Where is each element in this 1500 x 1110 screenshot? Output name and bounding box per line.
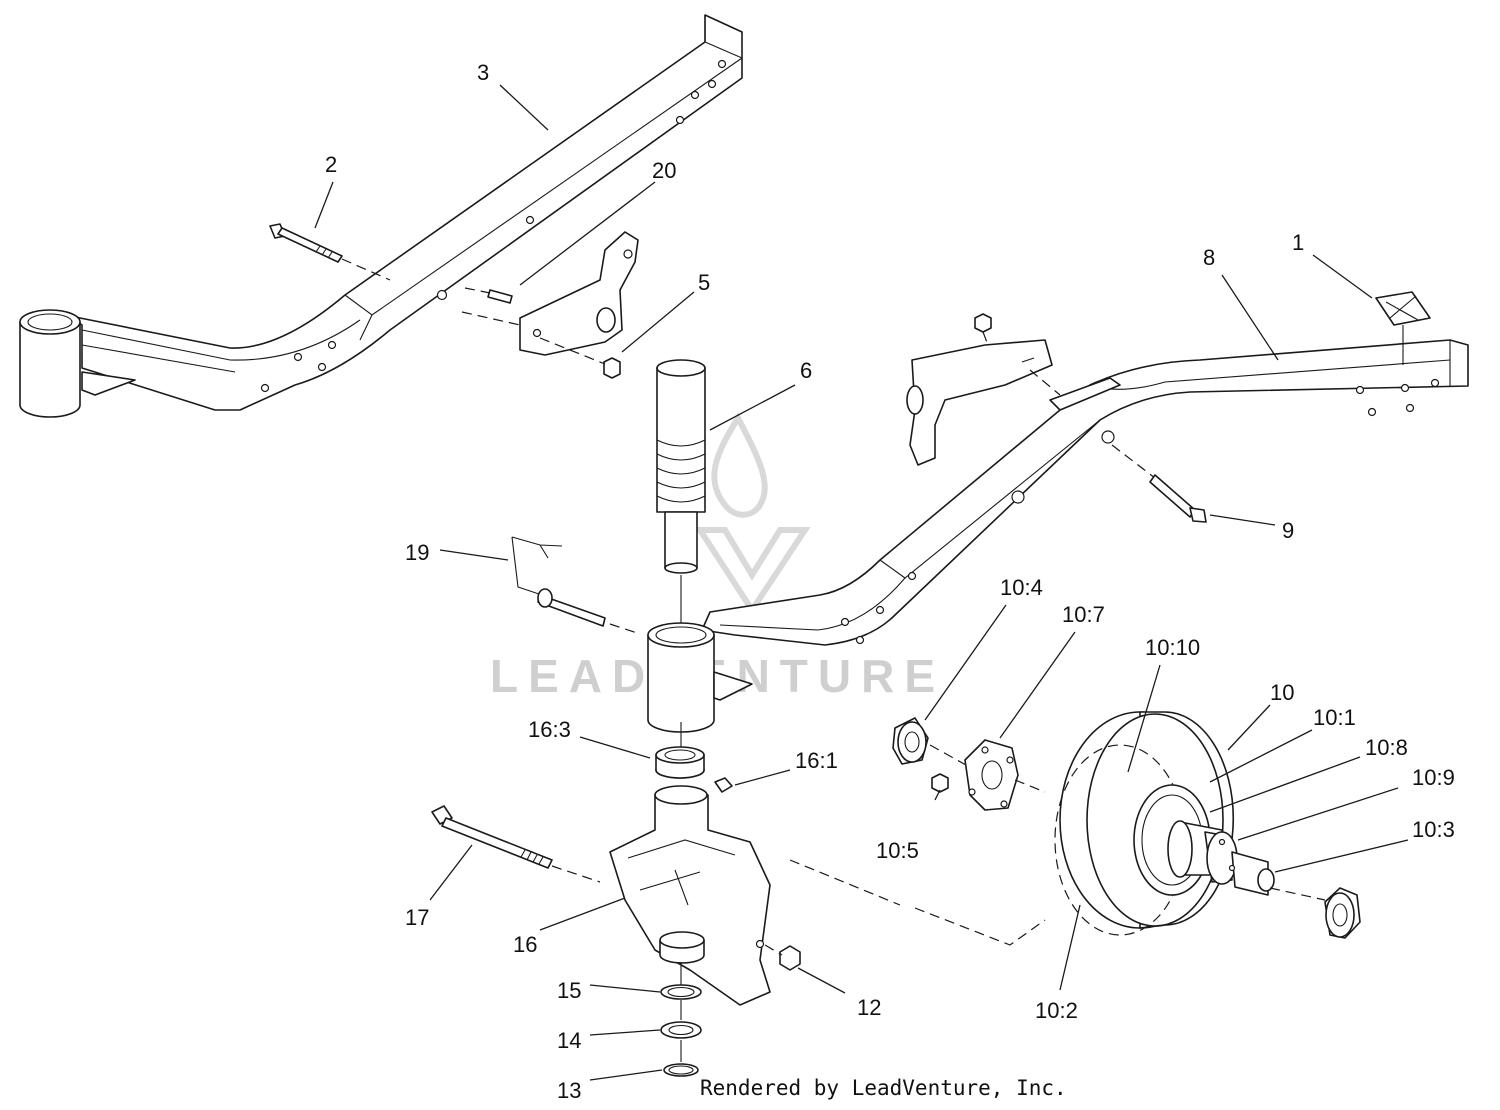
caster-fork-16	[609, 777, 771, 1006]
callout-14: 14	[557, 1028, 581, 1053]
callout-2: 2	[325, 152, 337, 177]
wheel-assembly-10	[1054, 711, 1275, 936]
washer-15	[660, 984, 702, 1000]
bushing-16-3	[655, 722, 705, 779]
callout-19: 19	[405, 540, 429, 565]
right-bracket	[906, 313, 1061, 466]
callout-20: 20	[652, 158, 676, 183]
callout-8: 8	[1203, 245, 1215, 270]
left-frame-arm	[19, 14, 743, 418]
callout-10-9: 10:9	[1412, 765, 1455, 790]
callout-16-1: 16:1	[795, 748, 838, 773]
bolt-17	[431, 805, 601, 883]
clevis-pin-19	[511, 536, 641, 635]
callout-10: 10	[1270, 680, 1294, 705]
bolt-9	[1111, 444, 1207, 523]
axle-line	[789, 859, 1046, 946]
washer-14	[660, 1000, 702, 1039]
render-credit: Rendered by LeadVenture, Inc.	[700, 1076, 1067, 1100]
decal-1	[1375, 291, 1431, 365]
callout-16: 16	[513, 932, 537, 957]
callout-3: 3	[477, 60, 489, 85]
bracket-20	[461, 231, 639, 356]
watermark-logo	[694, 411, 811, 616]
nut-10-5	[931, 773, 949, 793]
callout-10-2: 10:2	[1035, 998, 1078, 1023]
callout-10-1: 10:1	[1313, 705, 1356, 730]
leader-lines	[314, 84, 1409, 1081]
callout-6: 6	[800, 358, 812, 383]
callout-10-3: 10:3	[1412, 817, 1455, 842]
bolt-2	[269, 223, 391, 281]
callout-15: 15	[557, 978, 581, 1003]
callout-13: 13	[557, 1078, 581, 1103]
spring-strut-6	[656, 359, 706, 625]
callout-9: 9	[1282, 518, 1294, 543]
flange-plate-10-7	[964, 739, 1046, 811]
outer-bearing	[1269, 887, 1361, 939]
callout-16-3: 16:3	[528, 717, 571, 742]
callout-10-8: 10:8	[1365, 735, 1408, 760]
callout-10-10: 10:10	[1145, 635, 1200, 660]
callout-10-5: 10:5	[876, 838, 919, 863]
nut-12	[764, 944, 801, 971]
right-frame-arm	[647, 339, 1469, 733]
nut-5	[539, 337, 621, 379]
snap-ring-13	[663, 1040, 699, 1077]
callout-12: 12	[857, 995, 881, 1020]
bearing-10-4	[892, 717, 976, 771]
callout-10-4: 10:4	[1000, 575, 1043, 600]
callout-5: 5	[698, 270, 710, 295]
callout-1: 1	[1292, 230, 1304, 255]
callout-10-7: 10:7	[1062, 602, 1105, 627]
callout-labels: 3 2 20 5 6 8 1 9 19 10:4 10:7 10:10 10 1…	[325, 60, 1455, 1103]
callout-17: 17	[405, 905, 429, 930]
